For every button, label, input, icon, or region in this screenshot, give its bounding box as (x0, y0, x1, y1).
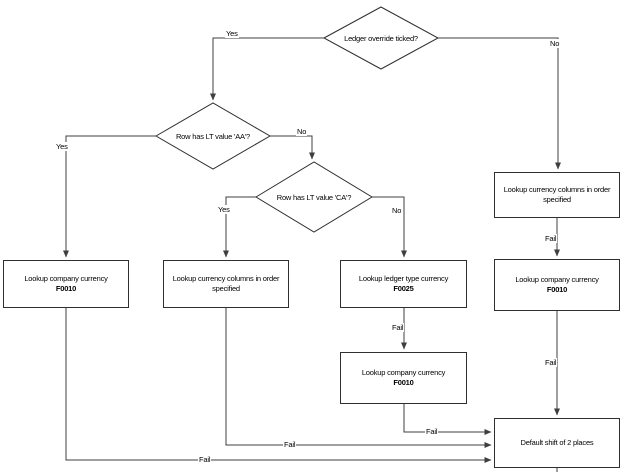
edge-fail-columns-default (225, 308, 492, 448)
edge-label-fail-company-default: Fail (198, 455, 212, 464)
box-default-shift: Default shift of 2 places (494, 418, 620, 468)
box-text: specified (543, 195, 571, 204)
box-text: Lookup company currency (24, 274, 108, 283)
box-lookup-currency-columns-mid: Lookup currency columns in order specifi… (163, 260, 289, 308)
edge-no-lt-aa (270, 135, 315, 160)
decision-lt-ca-shape (255, 161, 373, 233)
edge-yes-lt-aa (63, 135, 156, 258)
decision-lt-aa-shape (155, 102, 271, 170)
edge-fail-f0010mid-default (403, 404, 492, 435)
box-text: Lookup currency columns in order (172, 274, 280, 283)
edge-label-fail-columns-default: Fail (283, 440, 297, 449)
box-lookup-company-currency-right: Lookup company currency F0010 (494, 259, 620, 311)
edge-no-lt-ca (372, 196, 407, 258)
box-code: F0010 (55, 284, 77, 293)
edge-yes-lt-ca (223, 196, 256, 258)
edge-label-fail-r2-default: Fail (544, 358, 558, 367)
box-text: specified (212, 284, 240, 293)
decision-lt-ca-label: Row has LT value 'CA'? (276, 193, 352, 202)
edge-label-yes-lt-ca: Yes (217, 205, 231, 214)
edge-label-fail-f0010mid-default: Fail (425, 427, 439, 436)
box-lookup-company-currency-left: Lookup company currency F0010 (3, 260, 129, 308)
box-text: Default shift of 2 places (520, 438, 594, 447)
edge-label-yes-ledger-override: Yes (225, 29, 239, 38)
box-lookup-company-currency-mid: Lookup company currency F0010 (340, 352, 467, 404)
decision-ledger-override-shape (322, 6, 440, 70)
edge-yes-ledger-override (210, 37, 324, 101)
decision-lt-aa-label: Row has LT value 'AA'? (175, 132, 251, 141)
box-code: F0025 (393, 284, 414, 293)
edge-no-ledger-override (438, 37, 561, 170)
box-code: F0010 (393, 378, 414, 387)
edge-label-fail-f0025-f0010: Fail (391, 323, 405, 332)
box-text: Lookup ledger type currency (358, 274, 449, 283)
edge-label-no-lt-aa: No (296, 127, 308, 136)
edge-label-yes-lt-aa: Yes (55, 142, 69, 151)
box-text: Lookup company currency (361, 368, 446, 377)
decision-ledger-override-label: Ledger override ticked? (344, 34, 418, 43)
box-lookup-currency-columns-right: Lookup currency columns in order specifi… (494, 172, 620, 218)
edge-label-no-lt-ca: No (391, 206, 403, 215)
edge-fail-company-default (65, 308, 492, 463)
box-text: Lookup company currency (515, 275, 599, 284)
box-lookup-ledger-type-currency: Lookup ledger type currency F0025 (340, 260, 467, 308)
box-code: F0010 (546, 285, 568, 294)
edge-label-no-ledger-override: No (549, 39, 561, 48)
box-text: Lookup currency columns in order (503, 185, 611, 194)
edge-label-fail-r1-r2: Fail (544, 234, 558, 243)
